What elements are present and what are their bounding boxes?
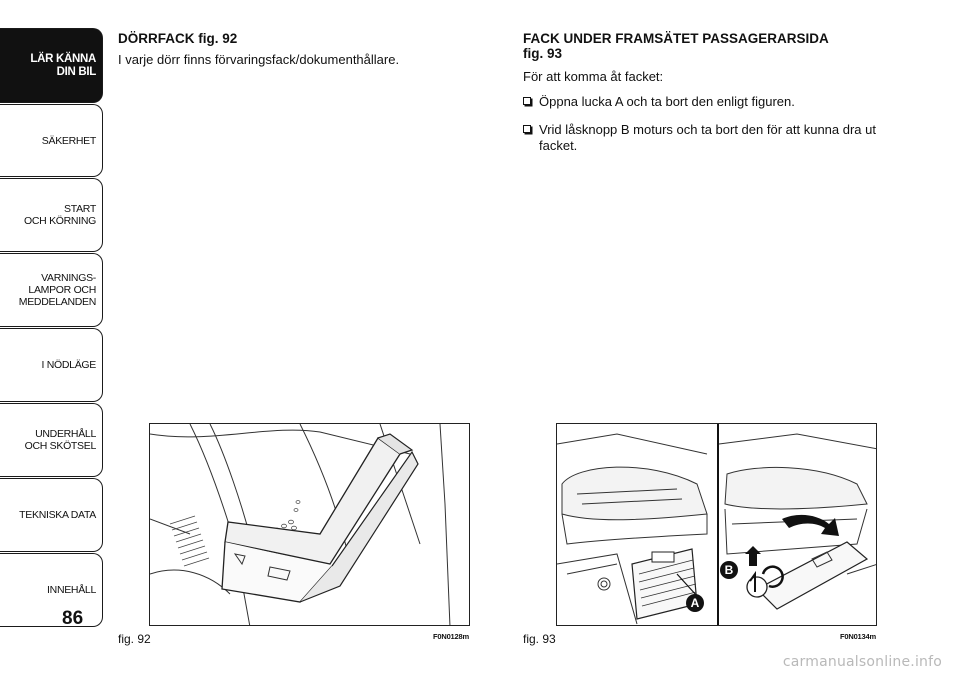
section-heading-fig-ref: fig. 93 [523, 46, 563, 61]
tab-innehall[interactable]: INNEHÅLL [0, 553, 103, 627]
dorrfack-description: I varje dörr finns förvaringsfack/dokume… [118, 52, 400, 67]
tab-underhall-och-skotsel[interactable]: UNDERHÅLL OCH SKÖTSEL [0, 403, 103, 477]
section-heading-dorrfack: DÖRRFACK fig. 92 [118, 31, 238, 46]
page-number: 86 [62, 608, 84, 629]
figure-92-door-pocket [149, 423, 470, 626]
figure-92-caption: fig. 92 [118, 632, 151, 646]
tab-start-och-korning[interactable]: START OCH KÖRNING [0, 178, 103, 252]
drawer-label-a: A [691, 596, 700, 610]
instruction-step-2: Vrid låsknopp B moturs och ta bort den f… [523, 122, 898, 154]
figure-93-under-seat-drawer: B A [556, 423, 877, 626]
instruction-step-1-text: Öppna lucka A och ta bort den enligt fig… [539, 94, 795, 109]
watermark: carmanualsonline.info [782, 654, 942, 670]
figure-92-code: F0N0128m [433, 632, 469, 641]
under-seat-drawer-illustration: B A [557, 424, 876, 625]
bullet-checkbox-icon [523, 97, 531, 105]
instruction-step-1: Öppna lucka A och ta bort den enligt fig… [523, 94, 903, 110]
tab-i-nodlage[interactable]: I NÖDLÄGE [0, 328, 103, 402]
door-pocket-illustration [150, 424, 451, 625]
figure-93-caption: fig. 93 [523, 632, 556, 646]
instruction-step-2-text: Vrid låsknopp B moturs och ta bort den f… [539, 122, 876, 153]
bullet-checkbox-icon [523, 125, 531, 133]
tab-tekniska-data[interactable]: TEKNISKA DATA [0, 478, 103, 552]
section-heading-fack-under-framsatet: FACK UNDER FRAMSÄTET PASSAGERARSIDA [523, 31, 829, 46]
tab-varningslampor[interactable]: VARNINGS- LAMPOR OCH MEDDELANDEN [0, 253, 103, 327]
access-intro: För att komma åt facket: [523, 69, 664, 84]
drawer-label-b: B [725, 563, 734, 577]
figure-93-code: F0N0134m [840, 632, 876, 641]
tab-sakerhet[interactable]: SÄKERHET [0, 104, 103, 177]
tab-lar-kanna-din-bil[interactable]: LÄR KÄNNA DIN BIL [0, 28, 103, 103]
